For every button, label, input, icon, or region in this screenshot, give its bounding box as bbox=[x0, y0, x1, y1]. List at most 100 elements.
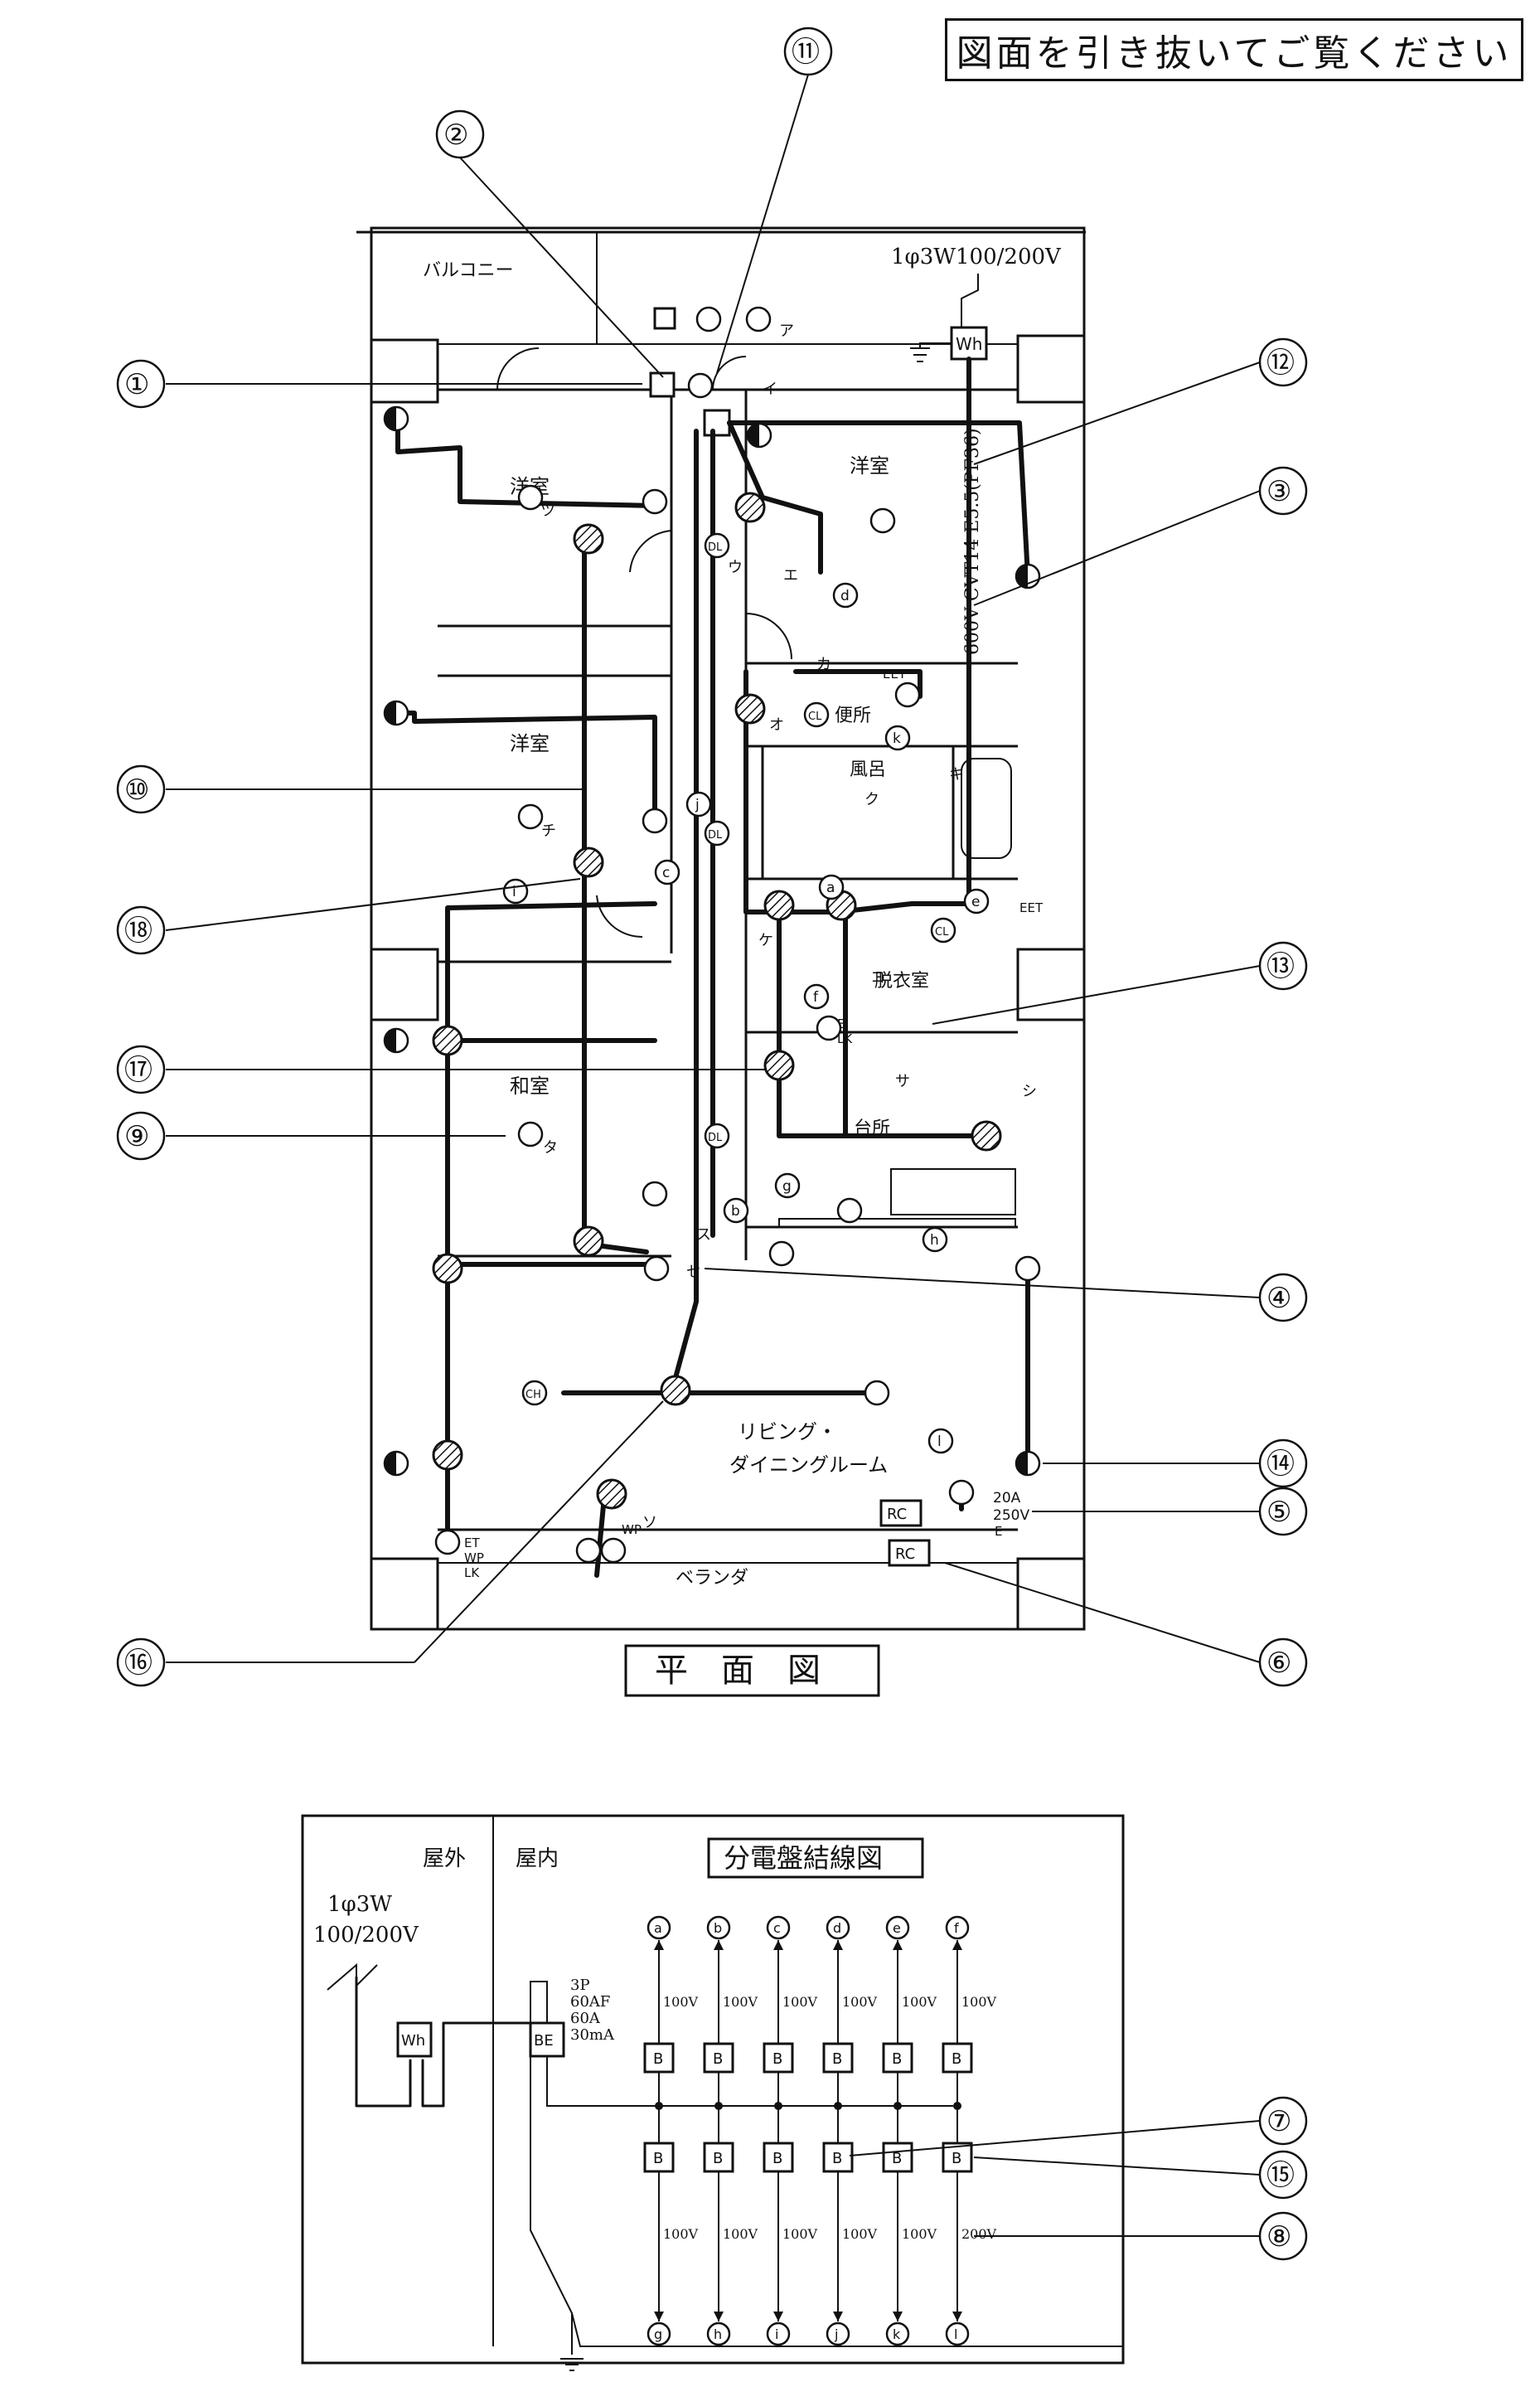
svg-text:60AF: 60AF bbox=[570, 1993, 610, 2011]
svg-text:e: e bbox=[893, 1920, 901, 1936]
breaker-col-d: d B 100V B 100V j bbox=[822, 1915, 878, 2346]
switch-letters: ア イ ウ エ オ カ キ ク ケ コ サ シ ス セ ソ タ チ ツ bbox=[540, 323, 1037, 1531]
outlet-icon bbox=[745, 306, 772, 332]
svg-text:WP: WP bbox=[464, 1550, 484, 1565]
callout-7: ⑦ bbox=[1266, 2105, 1291, 2138]
callout-14: ⑭ bbox=[1266, 1448, 1295, 1481]
outlet-icon bbox=[575, 1537, 602, 1564]
svg-text:d: d bbox=[840, 588, 850, 604]
svg-text:CH: CH bbox=[525, 1389, 541, 1401]
svg-text:100V: 100V bbox=[663, 2226, 699, 2242]
fixtures: DL DL DL CL CL CH EET EET RC RC 20A 250V… bbox=[464, 484, 1044, 1580]
light-fixture-icon bbox=[517, 803, 544, 830]
meter-label: Wh bbox=[956, 334, 982, 354]
svg-text:g: g bbox=[782, 1178, 792, 1195]
callout-3: ③ bbox=[1266, 475, 1291, 508]
svg-text:WP: WP bbox=[622, 1522, 642, 1537]
svg-text:タ: タ bbox=[543, 1139, 558, 1157]
panel-title-box bbox=[707, 1837, 924, 1879]
breaker-col-e: e B 100V B 100V k bbox=[882, 1915, 937, 2346]
panel-supply-2: 100/200V bbox=[313, 1923, 419, 1948]
chandelier-icon bbox=[521, 1380, 548, 1406]
outlet-icon bbox=[948, 1479, 975, 1506]
svg-text:RC: RC bbox=[887, 1506, 907, 1523]
callout-16: ⑯ bbox=[124, 1647, 153, 1680]
outlet-icon bbox=[434, 1529, 461, 1555]
ground-icon bbox=[910, 342, 952, 362]
downlight-icon bbox=[704, 1123, 730, 1149]
svg-text:B: B bbox=[713, 2050, 723, 2068]
svg-text:DL: DL bbox=[708, 1132, 723, 1144]
light-icon bbox=[971, 1120, 1002, 1152]
floor-plan bbox=[356, 226, 1086, 1631]
ceiling-lamp-icon bbox=[930, 917, 956, 944]
svg-text:キ: キ bbox=[949, 766, 964, 783]
timer-switch-icon bbox=[687, 372, 714, 399]
room-dressing: 脱衣室 bbox=[874, 971, 929, 992]
notice-text: 図面を引き抜いてご覧ください bbox=[956, 32, 1513, 75]
room-japanese: 和室 bbox=[510, 1075, 550, 1098]
ceiling-lights bbox=[432, 492, 1002, 1510]
svg-text:100V: 100V bbox=[723, 1994, 758, 2010]
svg-text:250V: 250V bbox=[993, 1507, 1029, 1524]
wiring bbox=[395, 409, 1030, 1578]
panel-box bbox=[703, 409, 731, 437]
outlet-icon bbox=[768, 1240, 795, 1267]
svg-text:EET: EET bbox=[1019, 900, 1044, 915]
plan-callouts: ① ② ③ ④ ⑤ ⑥ ⑨ ⑩ ⑪ ⑫ ⑬ ⑭ ⑯ ⑰ ⑱ bbox=[116, 27, 1308, 1687]
callout-11: ⑪ bbox=[792, 36, 820, 69]
light-fixture-icon bbox=[836, 1197, 863, 1224]
room-living-1: リビング・ bbox=[738, 1420, 837, 1443]
room-toilet: 便所 bbox=[835, 706, 871, 726]
svg-text:h: h bbox=[714, 2326, 722, 2342]
svg-text:100V: 100V bbox=[961, 1994, 997, 2010]
light-icon bbox=[734, 492, 766, 523]
column bbox=[1016, 334, 1086, 404]
svg-text:c: c bbox=[773, 1920, 781, 1936]
light-icon bbox=[596, 1478, 627, 1510]
svg-text:e: e bbox=[971, 894, 980, 910]
svg-text:60A: 60A bbox=[570, 2010, 601, 2027]
svg-text:CL: CL bbox=[808, 711, 822, 723]
svg-text:シ: シ bbox=[1022, 1083, 1037, 1100]
svg-text:ク: ク bbox=[864, 791, 879, 808]
svg-text:RC: RC bbox=[895, 1545, 915, 1563]
svg-text:a: a bbox=[654, 1920, 662, 1936]
svg-text:h: h bbox=[930, 1232, 939, 1249]
main-breaker-label: BE bbox=[534, 2032, 554, 2050]
svg-text:B: B bbox=[832, 2050, 842, 2068]
svg-text:DL: DL bbox=[708, 829, 723, 842]
svg-text:オ: オ bbox=[769, 716, 784, 734]
svg-text:B: B bbox=[892, 2050, 902, 2068]
svg-text:l: l bbox=[937, 1434, 942, 1450]
panel-outdoor-label: 屋外 bbox=[423, 1846, 466, 1871]
svg-text:ET: ET bbox=[464, 1535, 480, 1550]
plan-title: 平 面 図 bbox=[655, 1652, 821, 1690]
svg-text:E: E bbox=[995, 1524, 1002, 1539]
svg-text:200V: 200V bbox=[961, 2226, 997, 2242]
callout-4: ④ bbox=[1266, 1282, 1291, 1315]
svg-text:イ: イ bbox=[763, 381, 777, 398]
plan-title-box bbox=[624, 1644, 880, 1697]
room-western-3: 洋室 bbox=[510, 732, 550, 755]
svg-text:100V: 100V bbox=[902, 1994, 937, 2010]
svg-text:k: k bbox=[893, 730, 901, 747]
svg-text:a: a bbox=[826, 880, 835, 896]
svg-text:b: b bbox=[731, 1203, 740, 1220]
svg-text:エ: エ bbox=[783, 567, 798, 585]
panel-indoor-label: 屋内 bbox=[516, 1846, 559, 1871]
outlet-icon bbox=[642, 808, 668, 834]
svg-text:i: i bbox=[775, 2326, 778, 2342]
service-entrance: 1φ3W100/200V Wh 600V CVT14 E5.5(PF36) bbox=[891, 245, 1062, 906]
outlet-icon bbox=[643, 1255, 670, 1282]
svg-text:LK: LK bbox=[464, 1565, 480, 1580]
breaker-columns: a B 100V B 100V g b B 100V B 100V h bbox=[643, 1915, 997, 2346]
svg-text:EET: EET bbox=[883, 667, 907, 682]
light-icon bbox=[734, 693, 766, 725]
column bbox=[1016, 1557, 1086, 1631]
plan-circuit-refs: a b c d e f g h i j k l bbox=[502, 582, 990, 1454]
svg-text:100V: 100V bbox=[842, 2226, 878, 2242]
outlet-icon bbox=[894, 682, 921, 708]
buzzer-icon bbox=[649, 371, 676, 398]
